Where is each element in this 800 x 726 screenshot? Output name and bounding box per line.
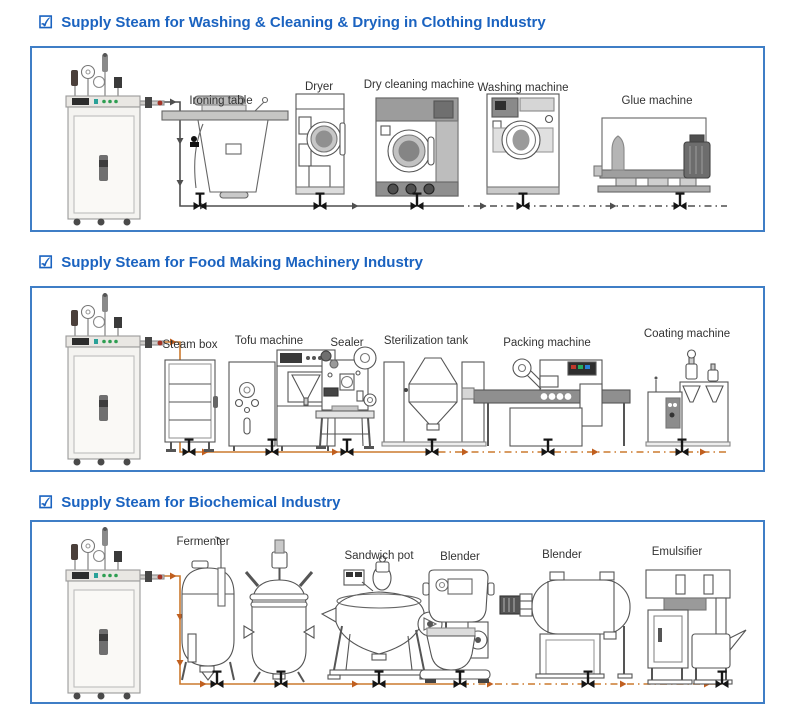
section-3-header: ☑ Supply Steam for Biochemical Industry [38, 494, 340, 511]
tofu-machine-label: Tofu machine [234, 335, 304, 347]
food-machinery-diagram [65, 292, 731, 467]
fermenter-tank-1-illustration [181, 536, 235, 681]
biochemical-industry-diagram [65, 526, 747, 701]
steam-box-label: Steam box [162, 339, 218, 351]
glue-machine-label: Glue machine [621, 95, 693, 107]
washing-machine-illustration [486, 93, 560, 195]
ironing-table-illustration [161, 95, 289, 199]
sealer-illustration [315, 346, 377, 449]
dryer-label: Dryer [304, 81, 334, 93]
food-machinery-panel: Steam box Tofu machine Sealer Sterilizat… [30, 286, 765, 472]
dry-cleaning-machine-label: Dry cleaning machine [363, 79, 475, 91]
section-2-header: ☑ Supply Steam for Food Making Machinery… [38, 254, 423, 271]
section-3-title: Supply Steam for Biochemical Industry [61, 494, 341, 511]
ironing-table-label: Ironing table [189, 95, 253, 107]
clothing-industry-panel: Ironing table Dryer Dry cleaning machine… [30, 46, 765, 232]
section-1-title: Supply Steam for Washing & Cleaning & Dr… [61, 14, 546, 31]
glue-machine-illustration [593, 117, 711, 193]
section-1-header: ☑ Supply Steam for Washing & Cleaning & … [38, 14, 546, 31]
blender-drum-label: Blender [542, 549, 582, 561]
coating-machine-label: Coating machine [643, 328, 731, 340]
dry-cleaning-machine-illustration [375, 97, 459, 197]
sterilization-tank-illustration [381, 357, 487, 447]
sterilization-tank-label: Sterilization tank [383, 335, 469, 347]
fermenter-tank-2-illustration [243, 539, 315, 683]
blender-drum-illustration [499, 571, 633, 679]
sandwich-pot-illustration [320, 555, 443, 680]
emulsifier-illustration [645, 569, 747, 685]
clothing-industry-diagram [65, 52, 727, 227]
coating-machine-illustration [645, 349, 731, 447]
dryer-illustration [295, 93, 346, 195]
blender-mixer-illustration [419, 569, 495, 683]
checkbox-icon: ☑ [38, 13, 54, 32]
steam-box-illustration [164, 359, 218, 452]
emulsifier-label: Emulsifier [651, 546, 703, 558]
fermenter-label: Fermenter [176, 536, 230, 548]
packing-machine-illustration [461, 358, 631, 447]
biochemical-industry-panel: Fermenter Sandwich pot Blender Blender E… [30, 520, 765, 704]
checkbox-icon: ☑ [38, 253, 54, 272]
sealer-label: Sealer [330, 337, 364, 349]
blender-mixer-label: Blender [440, 551, 480, 563]
checkbox-icon: ☑ [38, 493, 54, 512]
tofu-machine-illustration [228, 349, 336, 451]
packing-machine-label: Packing machine [503, 337, 591, 349]
washing-machine-label: Washing machine [477, 82, 569, 94]
sandwich-pot-label: Sandwich pot [344, 550, 414, 562]
section-2-title: Supply Steam for Food Making Machinery I… [61, 254, 423, 271]
